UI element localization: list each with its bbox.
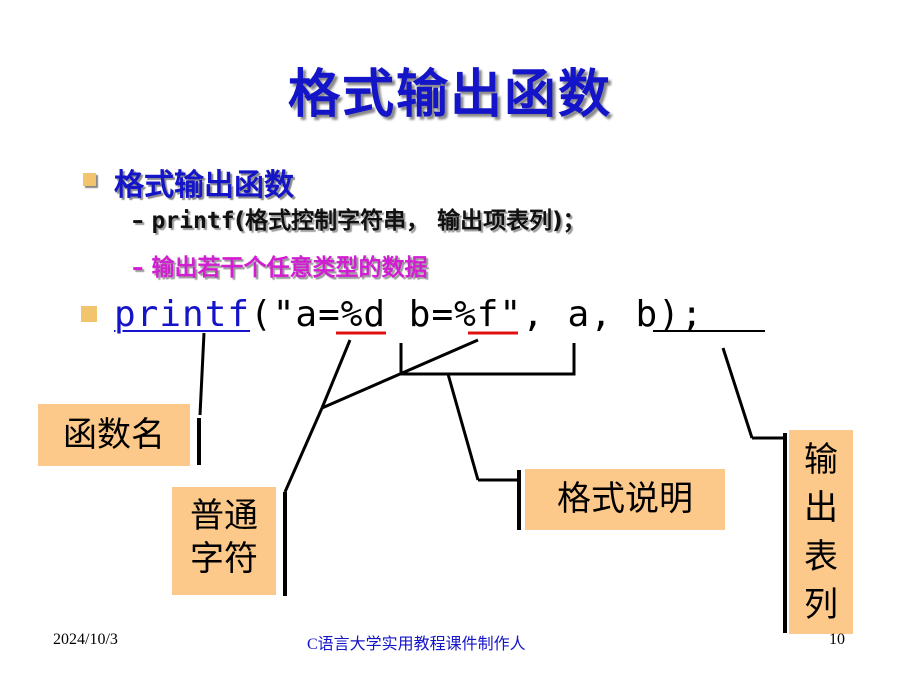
code-args: ("a=%d b=%f", a, b); — [250, 294, 704, 335]
sub-bullet-description: – 输出若干个任意类型的数据 — [132, 248, 428, 282]
label-func-name: 函数名 — [38, 404, 190, 466]
pointer-normal-stem — [283, 407, 324, 493]
label-normal-chars: 普通 字符 — [172, 487, 276, 595]
code-example: printf("a=%d b=%f", a, b); — [114, 294, 704, 335]
label-format-spec: 格式说明 — [525, 469, 725, 530]
syntax-args: (格式控制字符串， 输出项表列)； — [234, 208, 586, 234]
label-output-list: 输 出 表 列 — [789, 430, 853, 634]
pointer-func — [198, 332, 206, 416]
bullet-heading: 格式输出函数 — [114, 168, 294, 203]
label-list-char-4: 列 — [804, 584, 838, 625]
slide-title: 格式输出函数 — [287, 65, 612, 125]
label-list-char-2: 出 — [804, 488, 838, 529]
description-text: 输出若干个任意类型的数据 — [151, 255, 428, 281]
pointer-normal-a — [320, 339, 352, 409]
footer-author: C语言大学实用教程课件制作人 — [307, 636, 526, 653]
dash-icon: – — [132, 208, 144, 234]
dash-icon: – — [132, 255, 144, 281]
sub-bullet-syntax: – printf(格式控制字符串， 输出项表列)； — [132, 201, 586, 235]
label-list-char-3: 表 — [804, 536, 838, 577]
footer-date: 2024/10/3 — [53, 631, 118, 648]
bullet-square-icon — [81, 306, 97, 322]
label-list-char-1: 输 — [804, 440, 838, 480]
footer-page-number: 10 — [829, 631, 845, 648]
pointer-format-bracket — [399, 343, 576, 376]
label-normal-line1: 普通 — [190, 496, 258, 536]
pointer-list-stem — [721, 347, 754, 439]
label-normal-line2: 字符 — [190, 538, 258, 579]
code-func-name: printf — [114, 294, 251, 335]
syntax-func: printf — [151, 208, 235, 234]
bullet-square-icon — [83, 173, 96, 186]
pointer-format-stem — [446, 373, 480, 481]
